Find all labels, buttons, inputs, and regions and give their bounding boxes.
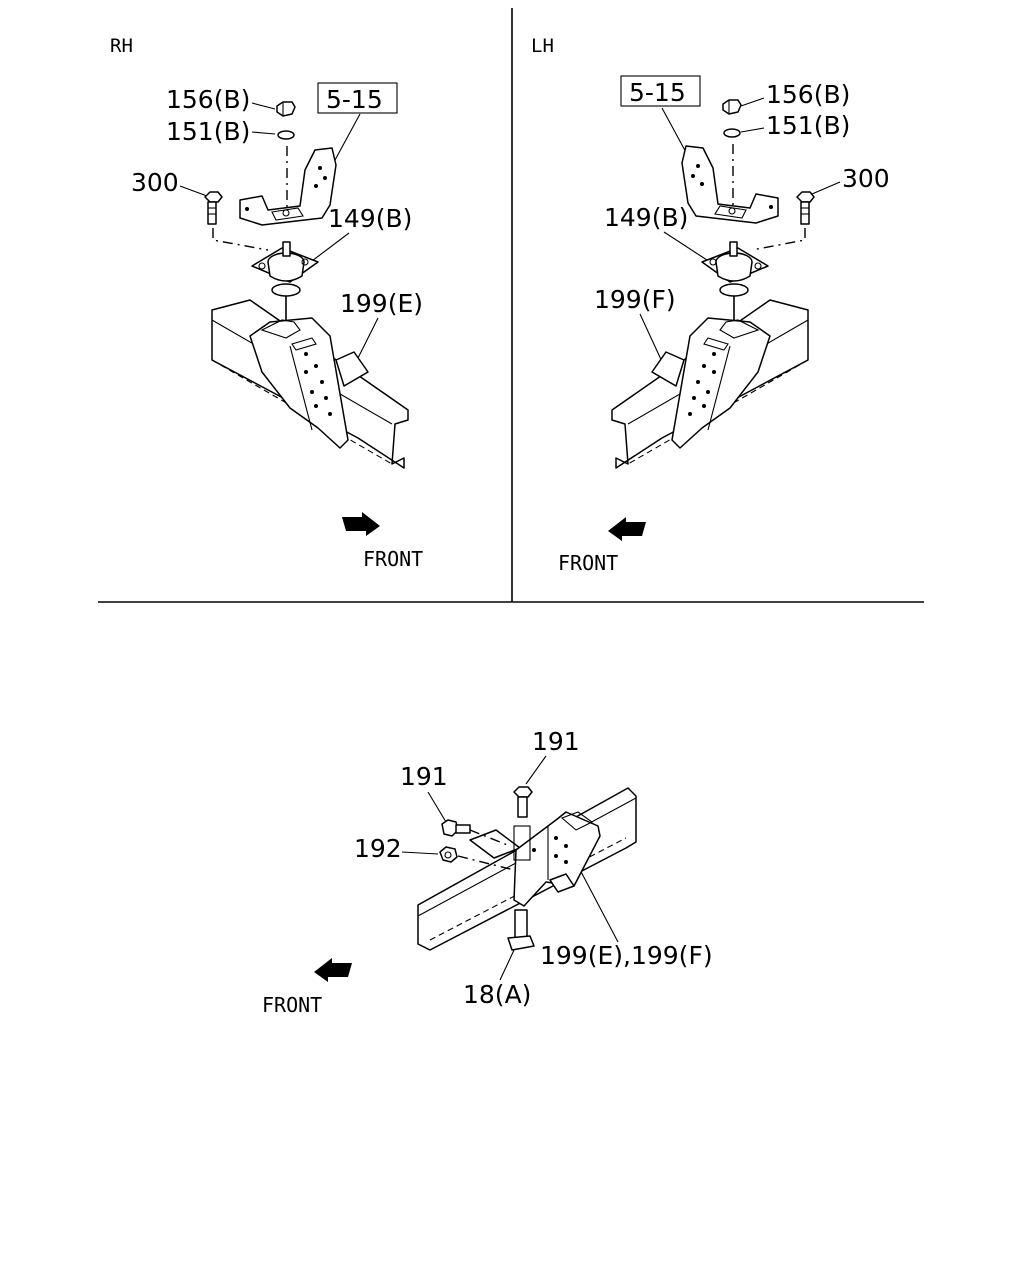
lh-nut-icon	[722, 99, 742, 115]
rh-bolt-icon	[204, 191, 223, 225]
lh-side-label: LH	[531, 35, 554, 57]
bottom-nut-icon	[439, 846, 458, 863]
rh-callout-mount: 149(B)	[328, 204, 412, 233]
rh-callout-bracket: 199(E)	[340, 289, 423, 318]
svg-text:5-15: 5-15	[326, 85, 383, 114]
rh-ref-box[interactable]: 5-15	[317, 82, 398, 114]
lh-front-label: FRONT	[558, 551, 618, 575]
lh-callout-nut: 156(B)	[766, 80, 850, 109]
bottom-callout-bolt-top: 191	[532, 727, 580, 756]
rh-front-arrow-icon	[342, 512, 380, 536]
lh-bolt-icon	[796, 191, 815, 225]
lh-callout-washer: 151(B)	[766, 111, 850, 140]
bottom-front-label: FRONT	[262, 993, 322, 1017]
lh-callout-mount: 149(B)	[604, 203, 688, 232]
bottom-callout-clip: 18(A)	[463, 980, 531, 1009]
rh-callout-nut: 156(B)	[166, 85, 250, 114]
svg-text:5-15: 5-15	[629, 78, 686, 107]
lh-washer-icon	[723, 128, 741, 138]
bottom-panel: 191 191 192 199(E),199(F) 18(A)	[262, 727, 713, 1017]
lh-engine-foot-icon	[681, 145, 779, 224]
rh-washer-icon	[277, 130, 295, 140]
rh-frame-bracket-icon	[249, 317, 369, 449]
bottom-callout-nut: 192	[354, 834, 402, 863]
bottom-bolt-top-icon	[513, 786, 533, 861]
bottom-callout-bolt-side: 191	[400, 762, 448, 791]
rh-callout-washer: 151(B)	[166, 117, 250, 146]
rh-nut-icon	[276, 101, 296, 117]
rh-callout-bolt: 300	[131, 168, 179, 197]
lh-front-arrow-icon	[608, 517, 646, 541]
lh-callout-bracket: 199(F)	[594, 285, 676, 314]
bottom-bolt-side-icon	[441, 819, 471, 837]
lh-mount-icon	[701, 241, 769, 297]
bottom-callout-bracket: 199(E),199(F)	[540, 941, 713, 970]
lh-ref-box[interactable]: 5-15	[620, 75, 701, 107]
lh-frame-bracket-icon	[651, 317, 771, 449]
rh-mount-icon	[251, 241, 319, 297]
bottom-front-arrow-icon	[314, 958, 352, 982]
rh-panel: RH 5-15 156(B) 151(B) 300 149(B) 199(E)	[110, 35, 423, 571]
lh-panel: LH 5-15 156(B) 151(B) 300 149(B) 199(F)	[531, 35, 890, 575]
rh-engine-foot-icon	[239, 147, 337, 226]
lh-callout-bolt: 300	[842, 164, 890, 193]
rh-front-label: FRONT	[363, 547, 423, 571]
rh-side-label: RH	[110, 35, 133, 57]
bottom-clip-icon	[507, 909, 535, 951]
bottom-frame-bracket-icon	[513, 811, 601, 907]
